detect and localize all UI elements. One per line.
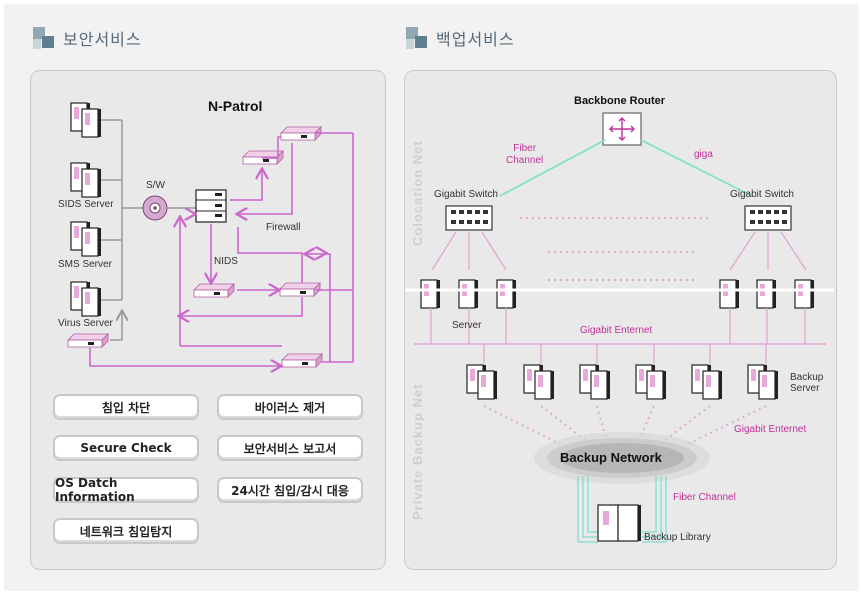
backup-library-icon: [597, 504, 641, 542]
sids-server-label: SIDS Server: [58, 199, 114, 210]
gigabit-switch-right-icon: [744, 205, 792, 231]
sids-server-icon: [70, 162, 102, 198]
sms-server-label: SMS Server: [58, 259, 112, 270]
giga-label: giga: [694, 149, 713, 160]
colocation-server-icon: [719, 279, 740, 309]
gigabit-enternet-top-label: Gigabit Enternet: [580, 325, 653, 336]
pc-device: [193, 283, 235, 298]
colocation-server-icon: [496, 279, 517, 309]
backbone-router-icon: [602, 112, 642, 146]
backup-section-title: 백업서비스: [436, 32, 515, 49]
virus-server-icon: [70, 281, 102, 317]
colocation-net-label: Colocation Net: [410, 140, 425, 246]
intrusion-monitoring-24h-button[interactable]: 24시간 침입/감시 대응: [217, 477, 363, 503]
switch-server-links: [431, 231, 807, 271]
backup-library-label: Backup Library: [644, 532, 711, 543]
backup-server-icon: [523, 364, 555, 400]
gigabit-switch-right-label: Gigabit Switch: [730, 189, 794, 200]
security-section-header: 보안서비스: [33, 26, 142, 50]
pc-device: [279, 282, 321, 297]
security-report-button[interactable]: 보안서비스 보고서: [217, 435, 363, 461]
os-datch-information-button[interactable]: OS Datch Information: [53, 476, 199, 504]
gigabit-switch-left-label: Gigabit Switch: [434, 189, 498, 200]
secure-check-button[interactable]: Secure Check: [53, 435, 199, 461]
sids-server-icon: [70, 102, 102, 138]
sw-bus-lines: [101, 119, 196, 341]
section-bullet-icon: [33, 27, 55, 49]
backup-section-header: 백업서비스: [406, 26, 515, 50]
dotted-links: [520, 217, 712, 281]
firewall-label: Firewall: [266, 222, 301, 233]
npatrol-title: N-Patrol: [208, 98, 263, 114]
gigabit-switch-left-icon: [445, 205, 493, 231]
gigabit-ethernet-bus: [414, 308, 826, 364]
firewall-stack-icon: [195, 189, 227, 223]
backup-server-icon: [691, 364, 723, 400]
colocation-server-icon: [420, 279, 441, 309]
private-backup-net-label: Private Backup Net: [410, 383, 425, 521]
security-section-title: 보안서비스: [63, 32, 142, 49]
sms-server-icon: [70, 221, 102, 257]
virus-server-label: Virus Server: [58, 318, 113, 329]
backup-panel: [404, 70, 837, 570]
virus-removal-button[interactable]: 바이러스 제거: [217, 394, 363, 420]
nids-label: NIDS: [214, 256, 238, 267]
backbone-router-label: Backbone Router: [574, 95, 666, 107]
backup-dotted-links: [483, 405, 767, 445]
fiber-channel-bottom-label: Fiber Channel: [673, 492, 736, 503]
server-label: Server: [452, 320, 482, 331]
backup-network-cloud: [534, 432, 710, 484]
library-fiber-links: [577, 476, 667, 543]
pc-device: [280, 126, 322, 141]
pc-device: [67, 333, 109, 348]
backup-server-icon: [635, 364, 667, 400]
intrusion-block-button[interactable]: 침입 차단: [53, 394, 199, 420]
router-fiber-links: [499, 139, 753, 197]
backup-server-icon: [466, 364, 498, 400]
backup-network-label: Backup Network: [560, 450, 662, 465]
colocation-server-icon: [756, 279, 777, 309]
gigabit-enternet-bottom-label: Gigabit Enternet: [734, 424, 807, 435]
pc-device: [281, 353, 323, 368]
backup-server-icon: [747, 364, 779, 400]
colocation-server-icon: [458, 279, 479, 309]
sw-label: S/W: [146, 180, 165, 191]
network-intrusion-detection-button[interactable]: 네트워크 침입탐지: [53, 518, 199, 544]
colocation-server-icon: [794, 279, 815, 309]
fiber-channel-top-label: Fiber Channel: [506, 143, 544, 166]
sw-disc-icon: [142, 195, 168, 221]
backup-server-label: Backup Server: [790, 372, 824, 394]
backup-server-icon: [579, 364, 611, 400]
security-magenta-links: [89, 132, 354, 366]
section-bullet-icon: [406, 27, 428, 49]
